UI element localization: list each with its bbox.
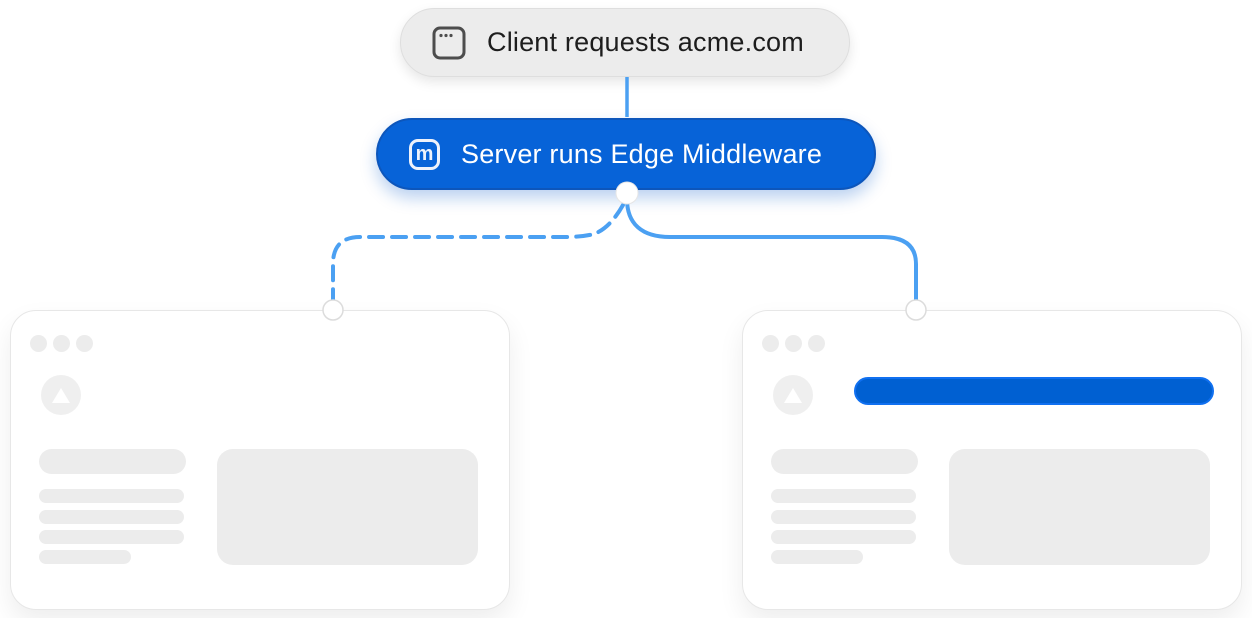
edge-middleware-to-left-window [331, 203, 625, 303]
skeleton-heading [771, 449, 918, 474]
triangle-icon [784, 387, 802, 403]
skeleton-heading [39, 449, 186, 474]
edge-middleware-to-right-window [625, 197, 918, 304]
middleware-m-glyph: m [415, 143, 434, 165]
client-request-node: Client requests acme.com [400, 8, 850, 77]
window-dot [76, 335, 93, 352]
window-dot [785, 335, 802, 352]
skeleton-content-block [217, 449, 478, 565]
window-dot [808, 335, 825, 352]
skeleton-text-line [771, 530, 916, 544]
middleware-node-label: Server runs Edge Middleware [461, 138, 823, 169]
skeleton-text-line [39, 489, 184, 503]
window-control-dots [762, 335, 825, 352]
skeleton-text-line [771, 510, 916, 524]
skeleton-content-block [949, 449, 1210, 565]
client-node-label: Client requests acme.com [487, 27, 804, 57]
window-dot [762, 335, 779, 352]
middleware-node: m Server runs Edge Middleware [376, 118, 876, 190]
triangle-icon [52, 387, 70, 403]
browser-window-left [10, 310, 510, 610]
middleware-blue-banner [854, 377, 1214, 405]
skeleton-text-line [39, 530, 184, 544]
skeleton-text-line [39, 510, 184, 524]
browser-window-right [742, 310, 1242, 610]
vercel-triangle-logo [41, 375, 81, 415]
browser-window-icon [432, 26, 466, 59]
skeleton-text-line [39, 550, 131, 564]
skeleton-text-line [771, 489, 916, 503]
middleware-m-icon: m [409, 138, 440, 170]
window-control-dots [30, 335, 93, 352]
skeleton-text-line [771, 550, 863, 564]
window-dot [53, 335, 70, 352]
window-dot [30, 335, 47, 352]
vercel-triangle-logo [773, 375, 813, 415]
